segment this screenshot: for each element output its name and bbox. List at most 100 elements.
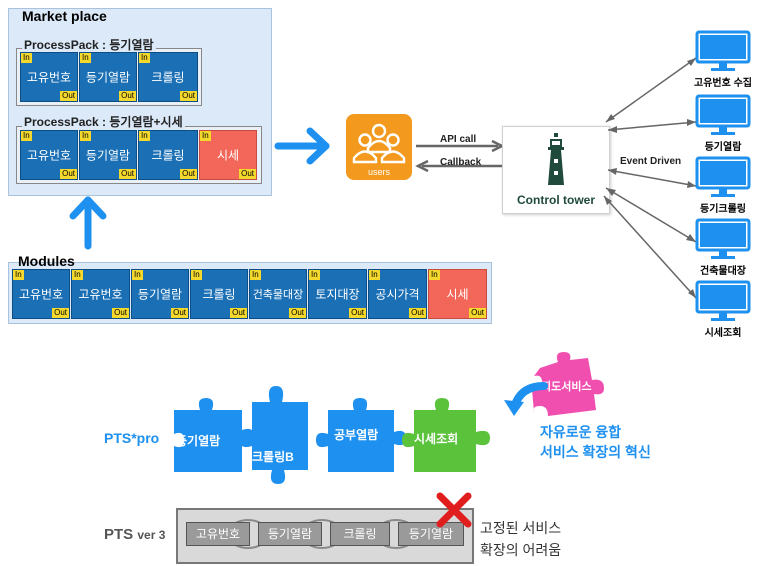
pack2-module-4[interactable]: In 시세 Out — [199, 130, 257, 180]
pts-v3-item-1[interactable]: 고유번호 — [186, 522, 250, 546]
pts-v3-caption-1: 고정된 서비스 — [480, 520, 562, 536]
pack2-module-1[interactable]: In 고유번호 Out — [20, 130, 78, 180]
floating-piece — [532, 352, 604, 416]
module-8[interactable]: In 시세 Out — [428, 269, 487, 319]
puzzle-pieces — [174, 386, 490, 484]
in-tag: In — [200, 131, 211, 141]
out-tag: Out — [112, 308, 129, 318]
module-7[interactable]: In 공시가격 Out — [368, 269, 427, 319]
out-tag: Out — [289, 308, 306, 318]
in-tag: In — [429, 270, 440, 280]
pts-v3-caption-2: 확장의 어려움 — [480, 542, 562, 558]
module-label: 크롤링 — [151, 148, 185, 163]
monitor-label: 등기크롤링 — [700, 204, 746, 215]
pack2-module-2[interactable]: In 등기열람 Out — [79, 130, 137, 180]
in-tag: In — [80, 131, 91, 141]
pts-v3-label-suffix: ver 3 — [137, 528, 166, 542]
module-label: 고유번호 — [78, 287, 123, 302]
monitor-label: 고유번호 수집 — [694, 78, 752, 89]
out-tag: Out — [409, 308, 426, 318]
module-label: 크롤링 — [202, 287, 236, 302]
monitor-icon — [695, 218, 751, 259]
curved-arrow-icon — [504, 382, 548, 416]
puzzle-piece-3 — [316, 398, 406, 472]
red-x-icon — [436, 492, 472, 528]
in-tag: In — [13, 270, 24, 280]
pack2-module-3[interactable]: In 크롤링 Out — [138, 130, 198, 180]
lighthouse-icon — [548, 133, 564, 185]
pack1-module-3[interactable]: In 크롤링 Out — [138, 52, 198, 102]
arrow-up-icon — [69, 196, 107, 250]
pts-pro-caption-1: 자유로운 융합 — [540, 424, 622, 440]
out-tag: Out — [239, 169, 256, 179]
out-tag: Out — [119, 91, 136, 101]
puzzle-piece-1 — [174, 398, 254, 472]
pts-pro-caption-2: 서비스 확장의 혁신 — [540, 444, 651, 460]
puzzle-piece-4 — [402, 398, 490, 472]
module-5[interactable]: In 건축물대장 Out — [249, 269, 307, 319]
arrow-right-icon — [274, 127, 330, 165]
module-4[interactable]: In 크롤링 Out — [190, 269, 248, 319]
module-6[interactable]: In 토지대장 Out — [308, 269, 367, 319]
module-3[interactable]: In 등기열람 Out — [131, 269, 189, 319]
pts-pro-label: PTS*pro — [104, 430, 160, 446]
pack1-module-1[interactable]: In 고유번호 Out — [20, 52, 78, 102]
monitor-label: 건축물대장 — [700, 266, 746, 277]
monitor-icon — [695, 94, 751, 135]
pack1-module-2[interactable]: In 등기열람 Out — [79, 52, 137, 102]
out-tag: Out — [60, 169, 77, 179]
puzzle-piece-1-label: 등기열람 — [176, 434, 221, 448]
module-label: 크롤링 — [151, 70, 185, 85]
module-label: 공시가격 — [375, 287, 420, 302]
pts-v3-item-4[interactable]: 등기열람 — [398, 522, 464, 546]
module-2[interactable]: In 고유번호 Out — [71, 269, 130, 319]
puzzle-piece-3-label: 공부열람 — [334, 428, 379, 442]
monitor-label: 시세조회 — [704, 328, 742, 339]
in-tag: In — [72, 270, 83, 280]
module-1[interactable]: In 고유번호 Out — [12, 269, 70, 319]
module-label: 고유번호 — [26, 70, 72, 85]
process-pack-1-title: ProcessPack : 등기열람 — [22, 36, 156, 53]
out-tag: Out — [119, 169, 136, 179]
in-tag: In — [309, 270, 320, 280]
module-label: 등기열람 — [85, 148, 131, 163]
control-tower-label: Control tower — [517, 193, 595, 207]
in-tag: In — [369, 270, 380, 280]
monitor-4[interactable]: 건축물대장 — [678, 218, 757, 278]
users-tile[interactable]: users — [346, 114, 412, 180]
out-tag: Out — [180, 169, 197, 179]
module-label: 건축물대장 — [252, 289, 304, 301]
users-icon — [352, 123, 406, 164]
puzzle-piece-2 — [240, 386, 308, 484]
out-tag: Out — [180, 91, 197, 101]
monitor-5[interactable]: 시세조회 — [678, 280, 757, 340]
callback-label: Callback — [440, 157, 482, 168]
control-tower-box[interactable]: Control tower — [502, 126, 610, 214]
puzzle-piece-2-label: 크롤링B — [252, 450, 294, 464]
monitor-icon — [695, 280, 751, 321]
in-tag: In — [139, 53, 150, 63]
monitor-icon — [695, 30, 751, 71]
monitor-icon — [695, 156, 751, 197]
modules-title: Modules — [18, 253, 75, 269]
in-tag: In — [191, 270, 202, 280]
out-tag: Out — [349, 308, 366, 318]
module-label: 고유번호 — [26, 148, 72, 163]
module-label: 등기열람 — [137, 287, 183, 302]
in-tag: In — [21, 53, 32, 63]
floating-piece-label: 지도서비스 — [541, 381, 592, 393]
api-call-label: API call — [440, 134, 477, 145]
pts-v3-item-2[interactable]: 등기열람 — [258, 522, 322, 546]
out-tag: Out — [230, 308, 247, 318]
pts-v3-item-3[interactable]: 크롤링 — [330, 522, 390, 546]
event-driven-label: Event Driven — [620, 156, 682, 167]
monitor-2[interactable]: 등기열람 — [678, 94, 757, 154]
monitor-1[interactable]: 고유번호 수집 — [678, 30, 757, 90]
in-tag: In — [139, 131, 150, 141]
pts-v3-label-main: PTS — [104, 526, 134, 543]
monitor-3[interactable]: 등기크롤링 — [678, 156, 757, 216]
out-tag: Out — [469, 308, 486, 318]
monitor-label: 등기열람 — [704, 142, 742, 153]
users-label: users — [367, 167, 390, 177]
module-label: 시세 — [216, 148, 240, 163]
